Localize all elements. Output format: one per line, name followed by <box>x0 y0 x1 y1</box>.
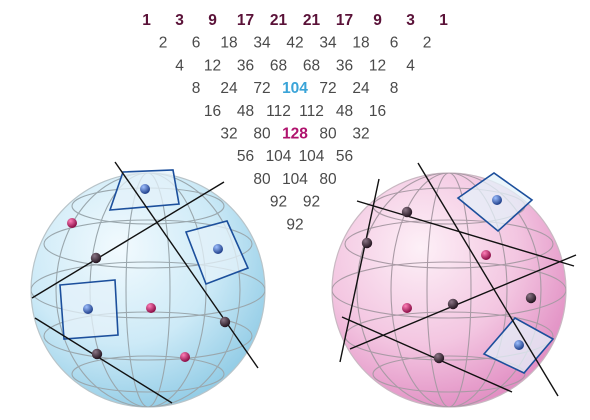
triangle-number: 34 <box>253 35 271 52</box>
triangle-number: 92 <box>270 194 287 211</box>
triangle-number: 8 <box>192 80 201 97</box>
pink-sphere-magenta-point <box>481 250 491 260</box>
triangle-number: 3 <box>175 12 184 29</box>
blue-sphere-dark-point <box>90 252 102 264</box>
triangle-number: 6 <box>390 35 399 52</box>
triangle-number: 24 <box>352 80 370 97</box>
triangle-number: 80 <box>319 126 337 143</box>
blue-sphere-magenta-point <box>146 303 156 313</box>
triangle-number: 42 <box>286 35 303 52</box>
triangle-number: 9 <box>373 12 382 29</box>
triangle-number: 80 <box>253 171 271 188</box>
triangle-number: 21 <box>270 12 288 29</box>
triangle-number: 112 <box>266 103 291 120</box>
pink-sphere-body <box>331 172 567 408</box>
triangle-number: 1 <box>142 12 151 29</box>
blue-sphere-blue-point <box>140 184 150 194</box>
triangle-number: 24 <box>220 80 238 97</box>
triangle-number: 12 <box>204 57 221 74</box>
blue-sphere-blue-point <box>83 304 93 314</box>
triangle-number: 36 <box>237 57 254 74</box>
blue-sphere-lines <box>31 161 259 404</box>
triangle-number: 36 <box>336 57 353 74</box>
triangle-number: 16 <box>204 103 221 120</box>
triangle-number: 72 <box>253 80 270 97</box>
triangle-number: 68 <box>270 57 287 74</box>
triangle-number: 18 <box>220 35 237 52</box>
blue-sphere <box>30 161 266 408</box>
triangle-number-highlighted: 128 <box>282 126 308 143</box>
triangle-number: 8 <box>390 80 399 97</box>
triangle-number: 17 <box>336 12 353 29</box>
pink-sphere <box>331 162 577 408</box>
triangle-number: 56 <box>336 148 353 165</box>
pink-sphere-blue-point <box>514 340 524 350</box>
triangle-number: 92 <box>303 194 320 211</box>
triangle-number: 32 <box>352 126 369 143</box>
triangle-number: 2 <box>423 35 432 52</box>
triangle-number: 9 <box>208 12 217 29</box>
triangle-number: 2 <box>159 35 168 52</box>
triangle-number: 56 <box>237 148 254 165</box>
triangle-number: 12 <box>369 57 386 74</box>
triangle-number: 21 <box>303 12 321 29</box>
pink-sphere-lines <box>339 162 577 397</box>
triangle-number: 32 <box>220 126 237 143</box>
pink-sphere-dark-point <box>361 237 373 249</box>
triangle-number: 48 <box>336 103 353 120</box>
blue-sphere-magenta-point <box>180 352 190 362</box>
pink-sphere-magenta-point <box>402 303 412 313</box>
triangle-number: 18 <box>352 35 369 52</box>
triangle-number: 80 <box>253 126 271 143</box>
triangle-number: 72 <box>319 80 336 97</box>
triangle-number: 4 <box>175 57 184 74</box>
triangle-number-highlighted: 104 <box>282 80 308 97</box>
triangle-number: 6 <box>192 35 201 52</box>
triangle-number: 16 <box>369 103 386 120</box>
pink-sphere-dark-point <box>447 298 459 310</box>
triangle-number: 3 <box>406 12 415 29</box>
triangle-number: 4 <box>406 57 415 74</box>
pink-sphere-grid <box>332 173 566 407</box>
pink-sphere-dark-point <box>525 292 537 304</box>
blue-sphere-blue-point <box>213 244 223 254</box>
blue-sphere-dark-point <box>91 348 103 360</box>
triangle-number: 1 <box>439 12 448 29</box>
blue-sphere-dark-point <box>219 316 231 328</box>
triangle-number: 104 <box>299 148 325 165</box>
triangle-number: 112 <box>299 103 324 120</box>
triangle-number: 104 <box>282 171 308 188</box>
triangle-number: 104 <box>266 148 292 165</box>
triangle-number: 34 <box>319 35 337 52</box>
triangle-number: 92 <box>286 216 303 233</box>
pink-sphere-blue-point <box>492 195 502 205</box>
triangle-number: 68 <box>303 57 320 74</box>
triangle-number: 80 <box>319 171 337 188</box>
triangle-number: 17 <box>237 12 254 29</box>
pink-sphere-dark-point <box>401 206 413 218</box>
triangle-number: 48 <box>237 103 254 120</box>
blue-sphere-magenta-point <box>67 218 77 228</box>
pink-sphere-dark-point <box>433 352 445 364</box>
